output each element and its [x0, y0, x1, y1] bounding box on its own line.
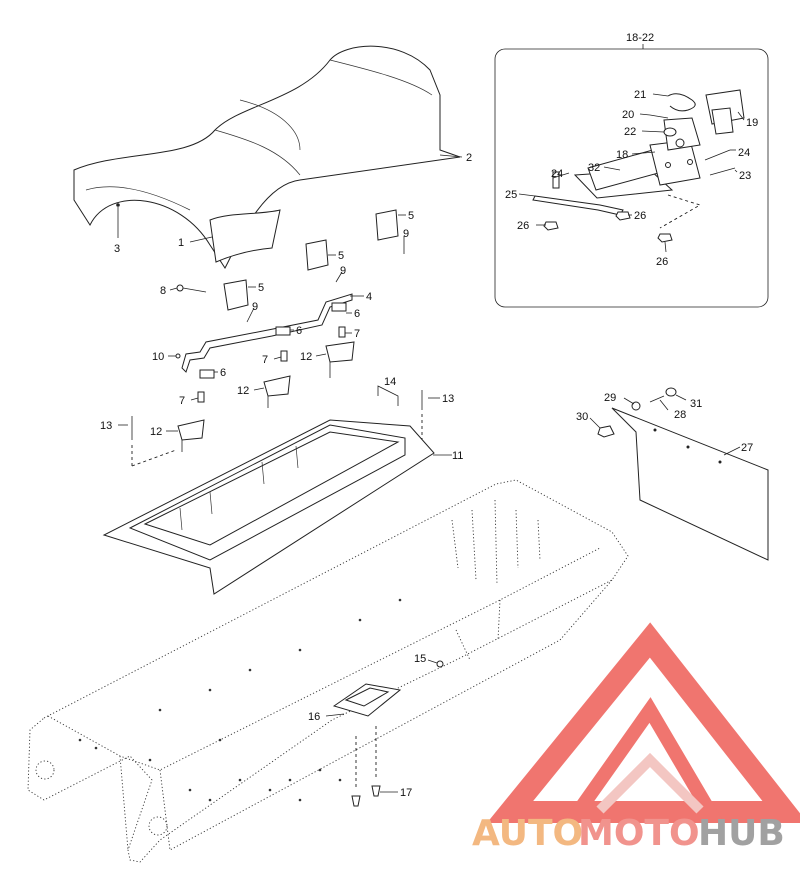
watermark-hub: HUB [698, 813, 785, 854]
callout-12b: 12 [237, 385, 249, 397]
callout-5a: 5 [258, 282, 264, 294]
callout-19: 19 [746, 117, 758, 129]
callout-1: 1 [178, 237, 184, 249]
bolt [552, 171, 560, 189]
callout-17: 17 [400, 787, 412, 799]
callout-7c: 7 [179, 395, 185, 407]
fasteners: 7 7 7 12 12 12 13 13 14 [100, 326, 454, 467]
callout-25: 25 [505, 189, 517, 201]
callout-3: 3 [114, 243, 120, 255]
detail-inset: 18-22 [494, 32, 769, 308]
tunnel-hardware: 16 15 17 [308, 653, 444, 807]
seat-assembly: 2 1 3 [73, 45, 472, 269]
callout-13b: 13 [442, 393, 454, 405]
callout-5b: 5 [338, 250, 344, 262]
callout-18-22: 18-22 [626, 32, 654, 44]
callout-6c: 6 [220, 367, 226, 379]
snow-flap-assembly: 27 30 29 28 31 [576, 387, 769, 561]
callout-32: 32 [588, 162, 600, 174]
callout-18: 18 [616, 149, 628, 161]
callout-9a: 9 [252, 301, 258, 313]
callout-10: 10 [152, 351, 164, 363]
pin [649, 114, 669, 119]
callout-21: 21 [634, 89, 646, 101]
watermark-auto: AUTO [472, 813, 583, 854]
callout-6a: 6 [354, 308, 360, 320]
callout-22: 22 [624, 126, 636, 138]
callout-16: 16 [308, 711, 320, 723]
tunnel [27, 479, 629, 863]
seat-frame-wire [181, 293, 353, 373]
callout-7b: 7 [262, 354, 268, 366]
callout-27: 27 [741, 442, 753, 454]
nut [597, 425, 615, 438]
spring-pin [667, 93, 696, 112]
callout-9c: 9 [403, 228, 409, 240]
callout-13a: 13 [100, 420, 112, 432]
callout-12c: 12 [150, 426, 162, 438]
snow-flap [611, 407, 769, 561]
callout-20: 20 [622, 109, 634, 121]
callout-26c: 26 [656, 256, 668, 268]
nut [543, 221, 559, 231]
callout-8: 8 [160, 285, 166, 297]
watermark: AUTO MOTO HUB [472, 622, 800, 854]
seat-frame: 5 5 5 4 9 9 9 6 6 6 8 10 [152, 209, 414, 379]
callout-4: 4 [366, 291, 372, 303]
callout-24b: 24 [738, 147, 750, 159]
callout-15: 15 [414, 653, 426, 665]
callout-26a: 26 [517, 220, 529, 232]
callout-30: 30 [576, 411, 588, 423]
seat [73, 45, 461, 269]
mounting-clip [325, 341, 355, 363]
callout-5c: 5 [408, 210, 414, 222]
callout-28: 28 [674, 409, 686, 421]
callout-2: 2 [466, 152, 472, 164]
callout-7a: 7 [354, 328, 360, 340]
bolt [649, 395, 665, 403]
wire-clip [377, 385, 399, 406]
callout-29: 29 [604, 392, 616, 404]
watermark-logo [486, 622, 800, 823]
callout-12a: 12 [300, 351, 312, 363]
callout-6b: 6 [296, 325, 302, 337]
callout-23: 23 [739, 170, 751, 182]
callout-9b: 9 [340, 265, 346, 277]
callout-14: 14 [384, 376, 396, 388]
storage-tray: 11 [102, 419, 463, 595]
callout-11: 11 [452, 450, 463, 462]
hinge [223, 279, 249, 311]
support-rod [532, 195, 624, 216]
watermark-moto: MOTO [578, 813, 700, 854]
callout-31: 31 [690, 398, 702, 410]
callout-24a: 24 [551, 168, 563, 180]
callout-26b: 26 [634, 210, 646, 222]
seat-foam [209, 209, 281, 263]
